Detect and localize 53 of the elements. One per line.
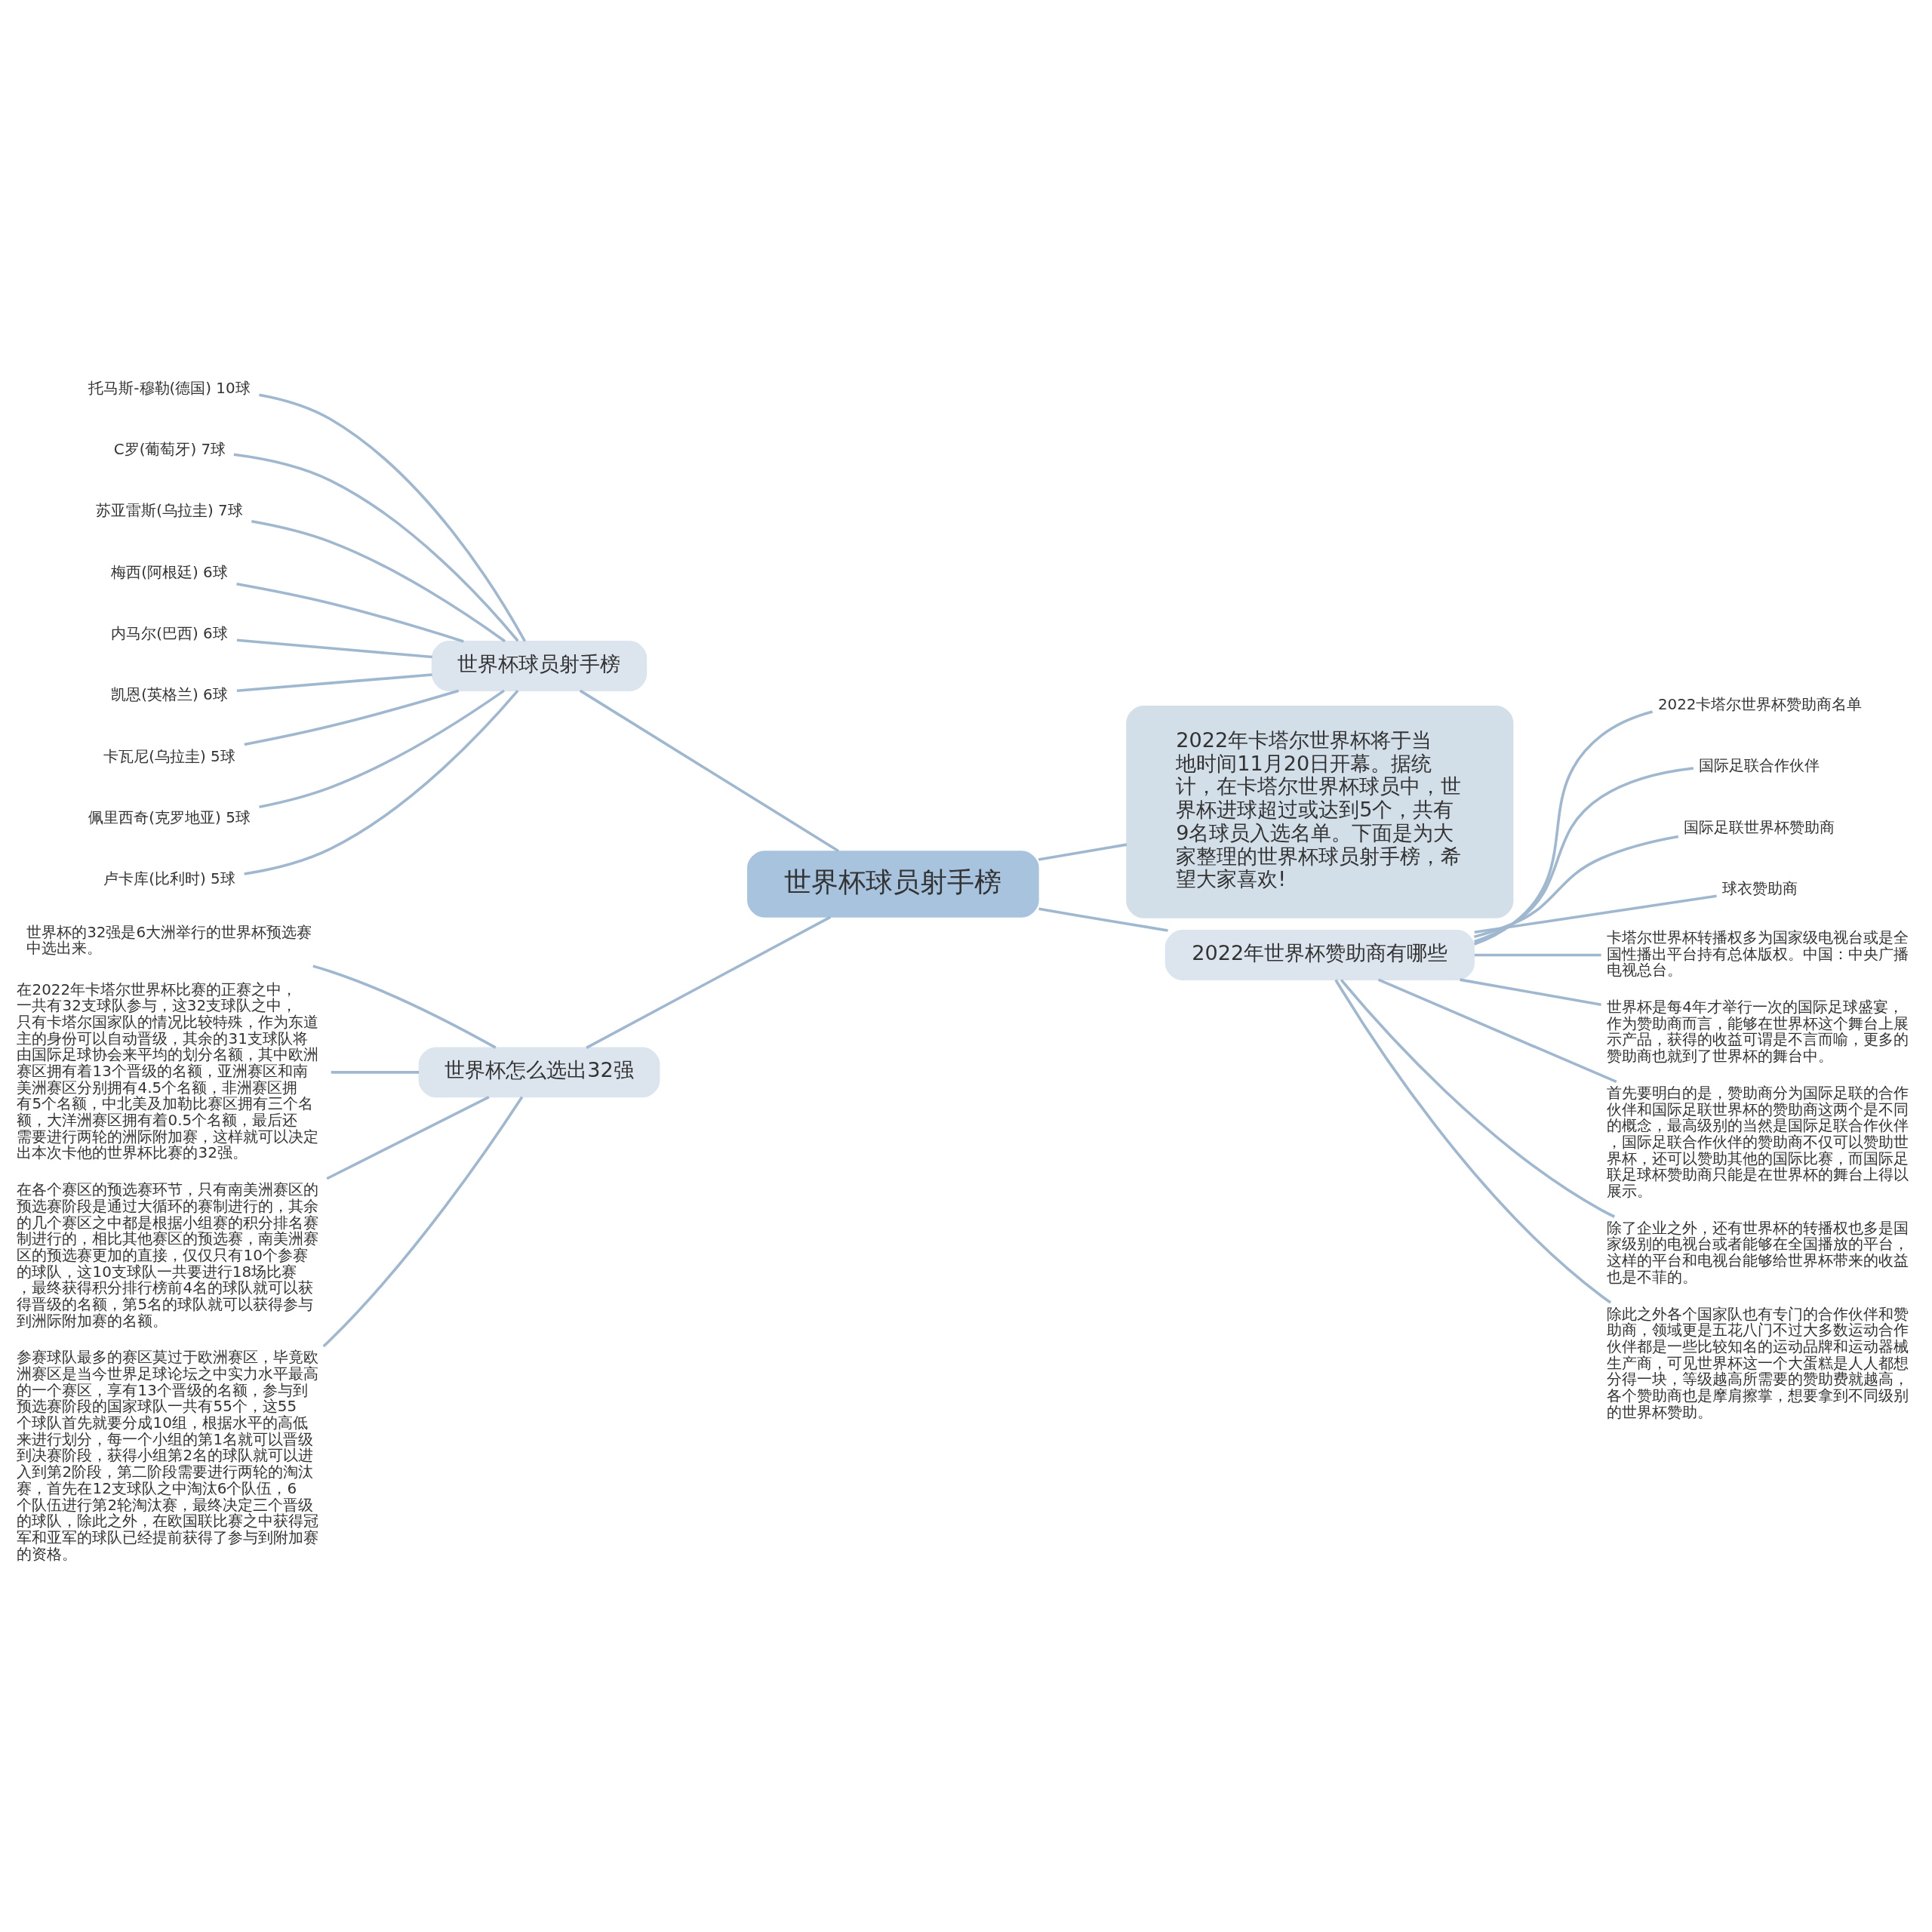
connector — [331, 1071, 420, 1074]
connector — [1038, 907, 1168, 932]
node-text: 参赛球队最多的赛区莫过于欧洲赛区，毕竟欧洲赛区是当今世界足球论坛之中实力水平最高的一个赛区，享有13个晋级的名额，参与到预选赛阶段的国家球队一共有55个，这55个球队首先就要分成10组，根据水平的高低来进行划分，每一个小组的第1名就可以晋级到决赛阶段，获得小组第2名的球队就可以进入到第2阶段，第二阶段需要进行两轮的淘汰赛，首先在12支球队之中淘汰6个队伍，6个队伍进行第2轮淘汰赛，最终决定三个晋级的球队，除此之外，在欧国联比赛之中获得冠军和亚军的球队已经提前获得了参与到附加赛的资格。 — [17, 1349, 319, 1563]
node-text: 球衣赞助商 — [1721, 879, 1798, 897]
connector — [259, 689, 505, 808]
node-text: 卡瓦尼(乌拉圭) 5球 — [103, 747, 235, 765]
connector — [236, 582, 464, 643]
node-box: 2022年卡塔尔世界杯将于当地时间11月20日开幕。据统计，在卡塔尔世界杯球员中，世界杯进球超过或达到5个，共有9名球员入选名单。下面是为大家整理的世界杯球员射手榜，希望大家喜欢! — [1126, 705, 1514, 918]
connector — [233, 453, 519, 642]
connector — [326, 1095, 490, 1180]
connector — [312, 964, 497, 1049]
node-text: 苏亚雷斯(乌拉圭) 7球 — [96, 502, 243, 520]
connector — [236, 673, 432, 693]
node-text: 托马斯-穆勒(德国) 10球 — [88, 379, 251, 397]
node-text: 在2022年卡塔尔世界杯比赛的正赛之中，一共有32支球队参与，这32支球队之中，只有卡塔尔国家队的情况比较特殊，作为东道主的身份可以自动晋级，其余的31支球队将由国际足球协会来平均的划分名额，其中欧洲赛区拥有着13个晋级的名额，亚洲赛区和南美洲赛区分别拥有4.5个名额，非洲赛区拥有5个名额，中北美及加勒比赛区拥有三个名额，大洋洲赛区拥有着0.5个名额，最后还需要进行两轮的洲际附加赛，这样就可以决定出本次卡他的世界杯比赛的32强。 — [17, 980, 319, 1162]
connector — [1474, 767, 1694, 943]
connector — [1460, 978, 1601, 1007]
connector — [1340, 979, 1616, 1218]
connector — [244, 689, 519, 875]
connector — [236, 638, 432, 659]
node-text: C罗(葡萄牙) 7球 — [113, 441, 226, 459]
connector — [1474, 953, 1601, 957]
node-text: 在各个赛区的预选赛环节，只有南美洲赛区的预选赛阶段是通过大循环的赛制进行的，其余的几个赛区之中都是根据小组赛的积分排名赛制进行的，相比其他赛区的预选赛，南美洲赛区的预选赛更加的直接，仅仅只有10个参赛的球队，这10支球队一共要进行18场比赛，最终获得积分排行榜前4名的球队就可以获得晋级的名额，第5名的球队就可以获得参与到洲际附加赛的名额。 — [17, 1181, 319, 1330]
node-text: 国际足联合作伙伴 — [1699, 757, 1820, 775]
node-text: 首先要明白的是，赞助商分为国际足联的合作伙伴和国际足联世界杯的赞助商这两个是不同的概念，最高级别的当然是国际足联合作伙伴，国际足联合作伙伴的赞助商不仅可以赞助世界杯，还可以赞助其他的国际比赛，而国际足联足球杯赞助商只能是在世界杯的舞台上得以展示。 — [1607, 1084, 1909, 1200]
connector — [586, 915, 832, 1049]
connector — [1474, 894, 1717, 934]
connector — [1377, 978, 1617, 1084]
node-text: 梅西(阿根廷) 6球 — [111, 563, 228, 581]
connector — [1473, 710, 1654, 946]
node-text: 世界杯是每4年才举行一次的国际足球盛宴，作为赞助商而言，能够在世界杯这个舞台上展示产品，获得的收益可谓是不言而喻，更多的赞助商也就到了世界杯的舞台中。 — [1607, 998, 1909, 1066]
node-text: 除了企业之外，还有世界杯的转播权也多是国家级别的电视台或者能够在全国播放的平台，这样的平台和电视台能够给世界杯带来的收益也是不菲的。 — [1607, 1219, 1909, 1286]
connector — [259, 393, 527, 642]
connector — [1038, 843, 1128, 861]
node-text: 佩里西奇(克罗地亚) 5球 — [88, 808, 251, 826]
connector — [244, 689, 460, 746]
node-text: 凯恩(英格兰) 6球 — [111, 686, 228, 704]
node-box: 2022年世界杯赞助商有哪些 — [1164, 930, 1475, 980]
node-box: 世界杯怎么选出32强 — [418, 1047, 660, 1098]
connector — [322, 1096, 524, 1348]
node-text: 内马尔(巴西) 6球 — [111, 625, 228, 643]
node-text: 世界杯的32强是6大洲举行的世界杯预选赛中选出来。 — [26, 923, 312, 958]
node-text: 除此之外各个国家队也有专门的合作伙伴和赞助商，领域更是五花八门不过大多数运动合作伙伴都是一些比较知名的运动品牌和运动器械生产商，可见世界杯这一个大蛋糕是人人都想分得一块，等级越高所需要的赞助费就越高，各个赞助商也是摩肩擦掌，想要拿到不同级别的世界杯赞助。 — [1607, 1305, 1909, 1421]
node-text: 2022卡塔尔世界杯赞助商名单 — [1657, 695, 1863, 713]
node-box: 世界杯球员射手榜 — [431, 641, 648, 691]
connector — [579, 689, 840, 853]
node-text: 国际足联世界杯赞助商 — [1684, 818, 1835, 836]
node-box: 世界杯球员射手榜 — [747, 851, 1039, 918]
connector — [1473, 835, 1679, 939]
connector — [251, 520, 506, 643]
node-text: 卢卡库(比利时) 5球 — [103, 870, 235, 888]
connector — [1334, 979, 1612, 1304]
node-text: 卡塔尔世界杯转播权多为国家级电视台或是全国性播出平台持有总体版权。中国：中央广播电视总台。 — [1607, 928, 1909, 980]
